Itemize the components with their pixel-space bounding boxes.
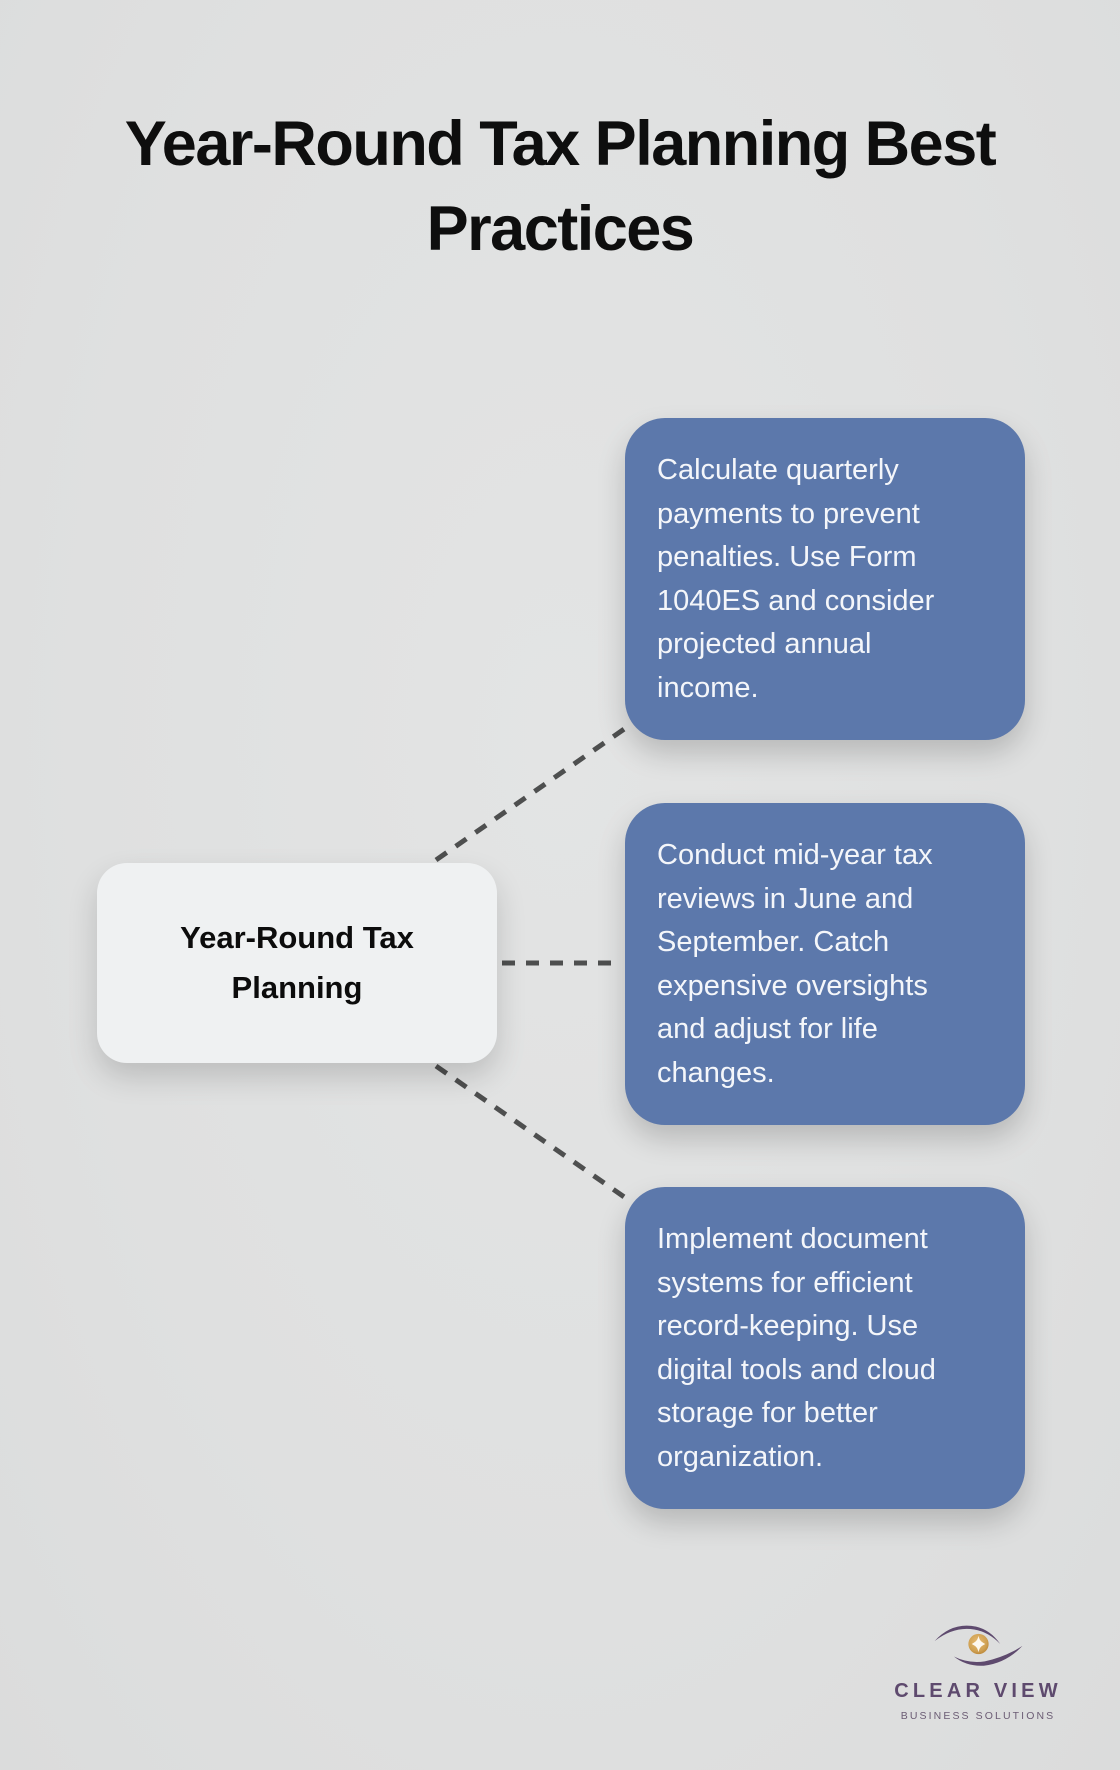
eye-star: [971, 1635, 985, 1653]
logo-tagline: BUSINESS SOLUTIONS: [900, 1710, 1056, 1722]
eye-logo-icon: [934, 1625, 1022, 1666]
logo-company-name: CLEAR VIEW: [894, 1680, 1062, 1702]
clear-view-logo: CLEAR VIEW BUSINESS SOLUTIONS: [877, 1616, 1079, 1722]
eye-lower-lash: [953, 1645, 1022, 1666]
page-title: Year-Round Tax Planning Best Practices: [124, 109, 997, 264]
connector-line-top: [434, 722, 632, 863]
center-node-label: Year-Round Tax Planning: [180, 920, 414, 1005]
center-node: Year-Round Tax Planning: [97, 863, 497, 1063]
branch-card-document-systems: Implement document systems for efficient…: [625, 1187, 1025, 1509]
branch-text: Implement document systems for efficient…: [657, 1223, 936, 1473]
branch-card-quarterly-payments: Calculate quarterly payments to prevent …: [625, 418, 1025, 740]
branch-text: Calculate quarterly payments to prevent …: [657, 454, 935, 704]
eye-upper-lash: [934, 1625, 1000, 1644]
branch-card-midyear-reviews: Conduct mid-year tax reviews in June and…: [625, 803, 1025, 1125]
branch-text: Conduct mid-year tax reviews in June and…: [657, 839, 933, 1089]
connector-line-bottom: [434, 1063, 632, 1204]
